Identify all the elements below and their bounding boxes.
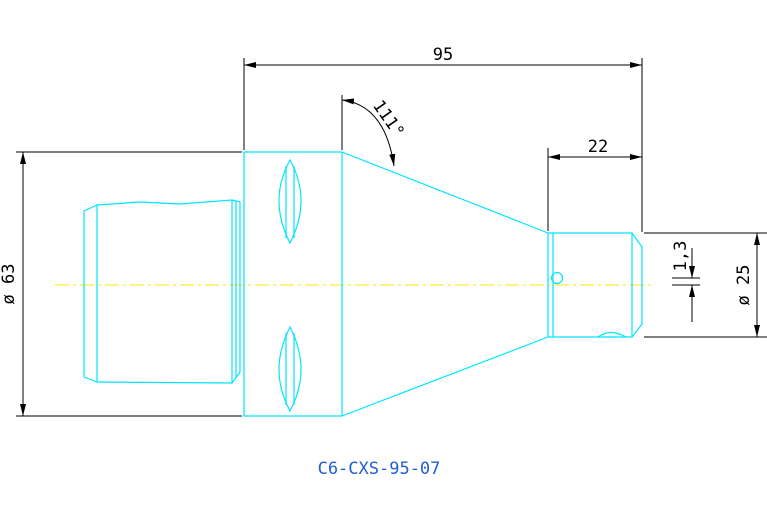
dimension-lines — [16, 58, 767, 417]
part-number-label: C6-CXS-95-07 — [318, 459, 441, 479]
dim-angle: 111° — [368, 97, 408, 142]
nose-hole — [550, 271, 564, 285]
part-outline — [83, 151, 643, 417]
nose-notch — [597, 331, 627, 338]
nose-outline — [548, 232, 643, 338]
dim-nose-length: 22 — [588, 137, 608, 157]
flange-outline — [243, 151, 343, 417]
dim-offset: 1,3 — [671, 241, 691, 272]
dim-shank-diameter: ø 25 — [734, 265, 754, 306]
collet-outline — [83, 199, 233, 384]
dim-body-diameter: ø 63 — [0, 264, 19, 305]
dim-arc-angle — [341, 98, 396, 167]
dim-overall-length: 95 — [433, 45, 453, 65]
slot-upper — [278, 158, 302, 245]
cone-outline — [341, 151, 549, 417]
slot-lower — [278, 325, 302, 413]
